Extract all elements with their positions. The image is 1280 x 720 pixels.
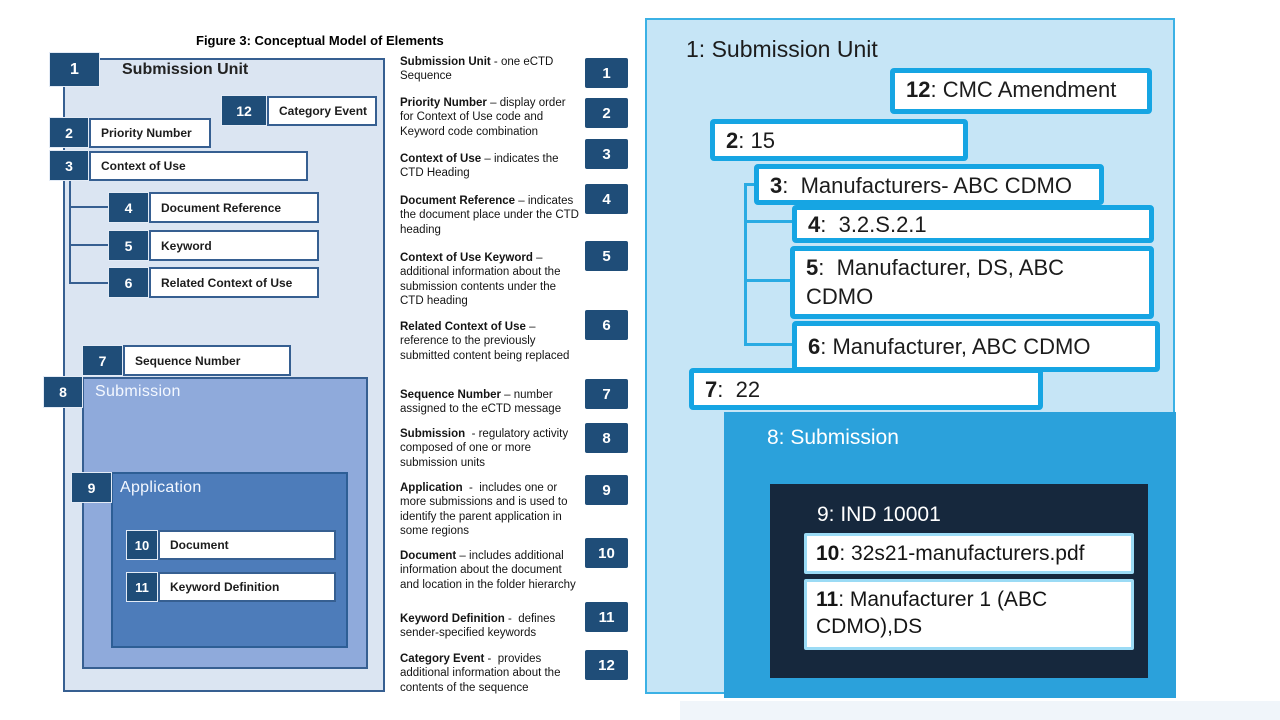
definition-12: Category Event - provides additional inf… (400, 653, 564, 694)
connector-line-doc-ref (69, 206, 109, 208)
example-box-10-document: 10: 32s21-manufacturers.pdf (804, 533, 1134, 574)
example-connector-vertical (744, 183, 747, 346)
diagram-chip-12: 12 (221, 95, 267, 126)
definition-8: Submission - regulatory activity compose… (400, 428, 572, 469)
diagram-chip-11: 11 (126, 572, 158, 602)
diagram-label-submission: Submission (95, 383, 181, 400)
diagram-chip-6: 6 (108, 267, 149, 298)
connector-line-related-cou (69, 282, 109, 284)
example-connector-box4 (744, 220, 794, 223)
diagram-box-document-reference: Document Reference (149, 192, 319, 223)
example-box-5-keyword: 5: Manufacturer, DS, ABC CDMO (790, 246, 1154, 319)
definition-5: Context of Use Keyword – additional info… (400, 252, 564, 308)
example-box-12-cmc-amendment: 12: CMC Amendment (890, 68, 1152, 114)
definition-chip-11: 11 (585, 602, 628, 632)
example-box-3-context-of-use: 3: Manufacturers- ABC CDMO (754, 164, 1104, 205)
application-container (111, 472, 348, 648)
diagram-box-priority-number: Priority Number (89, 118, 211, 148)
example-box-4-document-reference: 4: 3.2.S.2.1 (792, 205, 1154, 243)
definition-4: Document Reference – indicates the docum… (400, 195, 583, 236)
definition-chip-3: 3 (585, 139, 628, 169)
definition-chip-1: 1 (585, 58, 628, 88)
diagram-label-submission-unit: Submission Unit (122, 61, 249, 78)
example-submission-unit-panel: 1: Submission Unit 12: CMC Amendment 2: … (645, 18, 1176, 698)
example-box-7-sequence-number: 7: 22 (689, 368, 1043, 410)
diagram-box-related-context-of-use: Related Context of Use (149, 267, 319, 298)
connector-line-vertical (69, 181, 71, 284)
definition-chip-2: 2 (585, 98, 628, 128)
diagram-chip-3: 3 (49, 150, 89, 181)
diagram-chip-5: 5 (108, 230, 149, 261)
figure-title: Figure 3: Conceptual Model of Elements (196, 33, 444, 48)
example-connector-box5 (744, 279, 792, 282)
connector-line-keyword (69, 244, 109, 246)
diagram-chip-1: 1 (49, 52, 100, 87)
example-box-11-keyword-definition: 11: Manufacturer 1 (ABC CDMO),DS (804, 579, 1134, 650)
definition-11: Keyword Definition - defines sender-spec… (400, 613, 559, 640)
definition-chip-10: 10 (585, 538, 628, 568)
definition-chip-7: 7 (585, 379, 628, 409)
definition-10: Document – includes additional informati… (400, 550, 576, 591)
definition-1: Submission Unit - one eCTD Sequence (400, 56, 557, 83)
definition-chip-5: 5 (585, 241, 628, 271)
diagram-chip-10: 10 (126, 530, 158, 560)
diagram-label-application: Application (120, 479, 202, 496)
bottom-shadow-band (680, 701, 1280, 720)
diagram-chip-8: 8 (43, 376, 83, 408)
definition-3: Context of Use – indicates the CTD Headi… (400, 153, 562, 180)
example-application-label: 9: IND 10001 (817, 503, 941, 526)
definition-6: Related Context of Use – reference to th… (400, 321, 570, 362)
example-connector-box3 (744, 183, 757, 186)
definition-chip-4: 4 (585, 184, 628, 214)
diagram-box-keyword-definition: Keyword Definition (158, 572, 336, 602)
definition-2: Priority Number – display order for Cont… (400, 97, 569, 138)
example-box-2-priority-number: 2: 15 (710, 119, 968, 161)
diagram-chip-7: 7 (82, 345, 123, 376)
diagram-box-document: Document (158, 530, 336, 560)
diagram-chip-9: 9 (71, 472, 112, 503)
example-submission-container: 8: Submission 9: IND 10001 10: 32s21-man… (724, 412, 1176, 698)
example-header: 1: Submission Unit (686, 36, 878, 62)
definition-chip-9: 9 (585, 475, 628, 505)
diagram-chip-4: 4 (108, 192, 149, 223)
diagram-chip-2: 2 (49, 117, 89, 148)
example-submission-label: 8: Submission (767, 426, 899, 449)
definition-chip-12: 12 (585, 650, 628, 680)
definition-7: Sequence Number – number assigned to the… (400, 389, 562, 416)
definition-chip-6: 6 (585, 310, 628, 340)
diagram-box-sequence-number: Sequence Number (123, 345, 291, 376)
example-application-container: 9: IND 10001 10: 32s21-manufacturers.pdf… (770, 484, 1148, 678)
definition-chip-8: 8 (585, 423, 628, 453)
example-connector-box6 (744, 343, 794, 346)
diagram-box-keyword: Keyword (149, 230, 319, 261)
diagram-box-category-event: Category Event (267, 96, 377, 126)
example-box-6-related-context-of-use: 6: Manufacturer, ABC CDMO (792, 321, 1160, 372)
definition-9: Application - includes one or more submi… (400, 482, 571, 538)
diagram-box-context-of-use: Context of Use (89, 151, 308, 181)
